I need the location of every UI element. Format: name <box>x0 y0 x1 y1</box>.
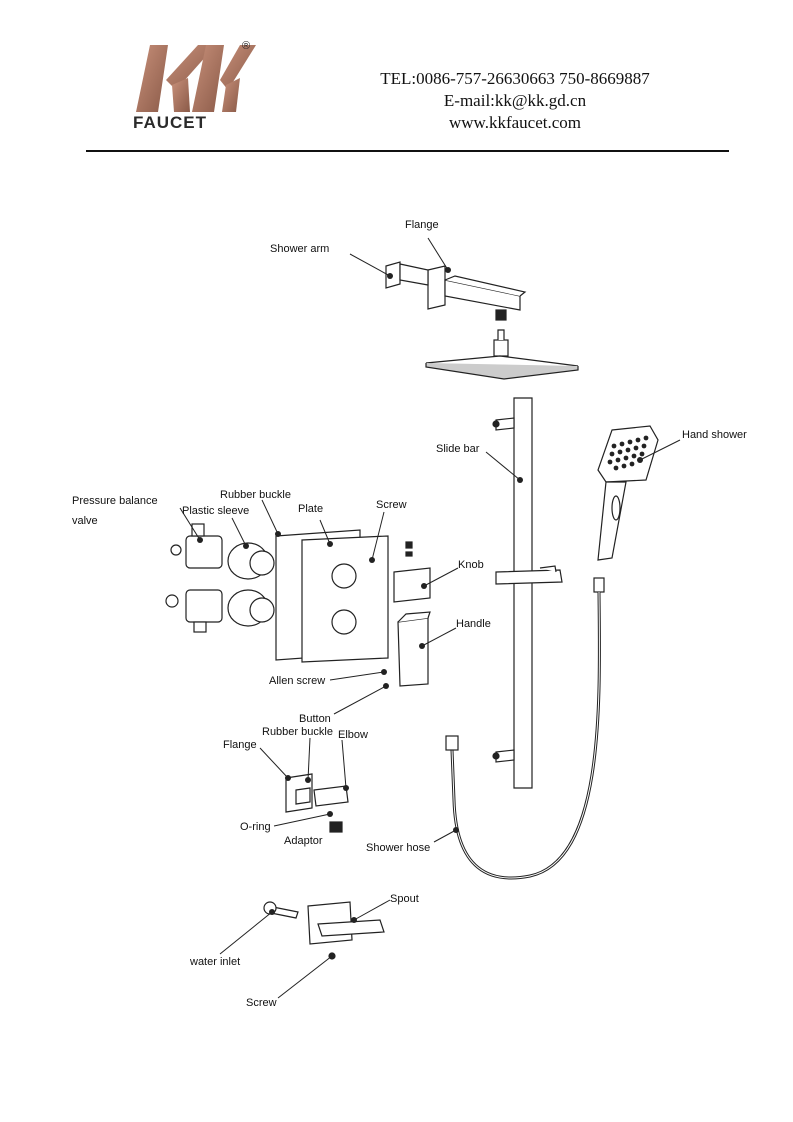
label-handle: Handle <box>456 618 491 630</box>
logo-wordmark: FAUCET <box>133 113 207 132</box>
label-pressure-balance: Pressure balance <box>72 495 158 507</box>
label-screw-bottom: Screw <box>246 997 277 1009</box>
tel-line: TEL:0086-757-26630663 750-8669887 <box>380 69 650 88</box>
shower-hose-part <box>445 577 605 880</box>
spout-assembly-part <box>263 901 385 960</box>
email-line: E-mail:kk@kk.gd.cn <box>443 91 587 110</box>
leader-dots <box>197 267 643 923</box>
label-water-inlet: water inlet <box>189 956 240 968</box>
label-flange-bottom: Flange <box>223 739 257 751</box>
shower-arm-part <box>385 261 527 321</box>
label-knob: Knob <box>458 559 484 571</box>
header-divider <box>86 150 729 152</box>
label-shower-arm: Shower arm <box>270 243 329 255</box>
label-spout: Spout <box>390 893 419 905</box>
label-valve: valve <box>72 515 98 527</box>
slide-bar-part <box>492 397 563 789</box>
label-elbow: Elbow <box>338 729 368 741</box>
label-plastic-sleeve: Plastic sleeve <box>182 505 249 517</box>
label-screw-top: Screw <box>376 499 407 511</box>
website-line: www.kkfaucet.com <box>448 113 581 132</box>
trim-plate-part <box>275 529 413 663</box>
label-o-ring: O-ring <box>240 821 271 833</box>
label-button: Button <box>299 713 331 725</box>
contact-block: TEL:0086-757-26630663 750-8669887 E-mail… <box>340 68 690 134</box>
label-plate: Plate <box>298 503 323 515</box>
registered-mark: ® <box>242 40 251 52</box>
label-adaptor: Adaptor <box>284 835 323 847</box>
label-rubber-buckle-bottom: Rubber buckle <box>262 726 333 738</box>
valve-bodies-part <box>165 523 275 633</box>
label-rubber-buckle-top: Rubber buckle <box>220 489 291 501</box>
hand-shower-part <box>597 425 659 561</box>
label-hand-shower: Hand shower <box>682 429 747 441</box>
label-flange-top: Flange <box>405 219 439 231</box>
label-allen-screw: Allen screw <box>269 675 325 687</box>
elbow-assembly-part <box>285 773 349 833</box>
rain-shower-head <box>425 329 579 380</box>
handle-part <box>397 611 431 687</box>
knob-part <box>393 567 431 603</box>
label-slide-bar: Slide bar <box>436 443 480 455</box>
leader-lines <box>179 237 681 999</box>
kk-logo-icon <box>136 45 256 112</box>
label-shower-hose: Shower hose <box>366 842 430 854</box>
